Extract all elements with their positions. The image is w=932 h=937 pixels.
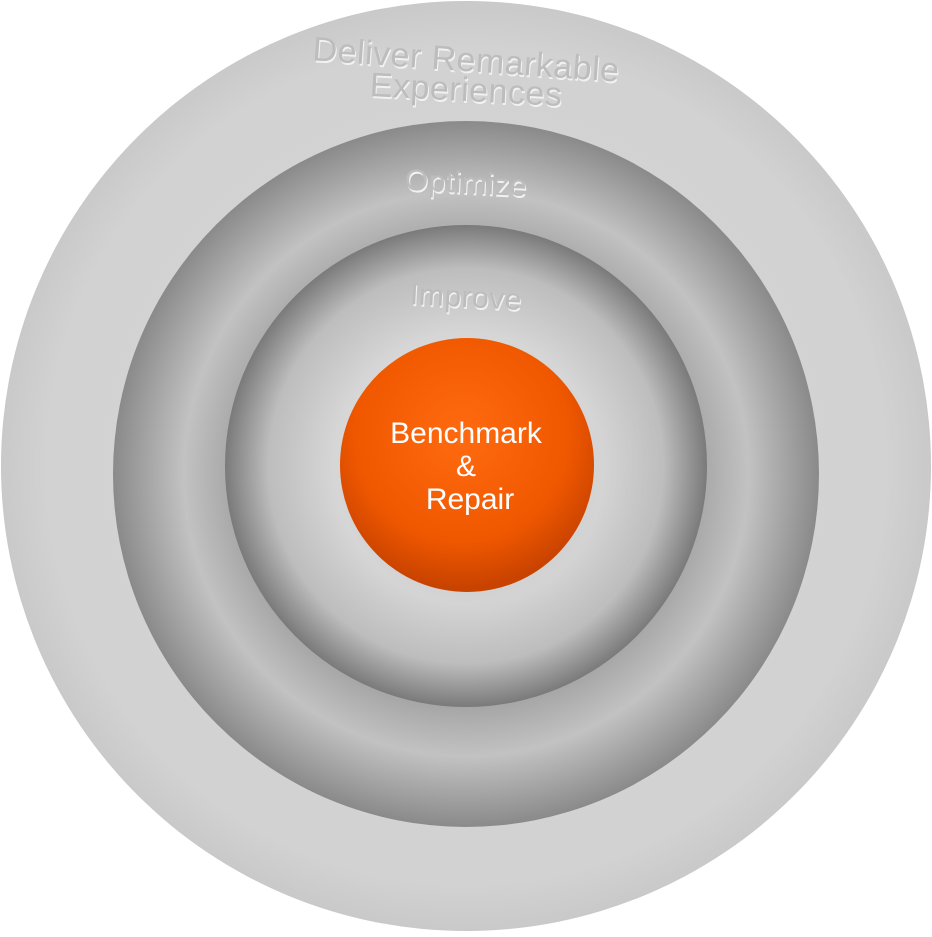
core-label-line-3: Repair (426, 483, 514, 516)
core-label-line-2: & (456, 450, 476, 483)
core-circle (340, 338, 594, 592)
core-label: Benchmark & Repair (390, 417, 543, 516)
inner-ring-label-shadow: Improve (410, 280, 523, 319)
middle-ring-label-text: Optimize (404, 164, 528, 203)
middle-ring-label-shadow: Optimize (405, 166, 529, 205)
middle-ring-label: Optimize Optimize (404, 164, 529, 205)
inner-ring-label-text: Improve (409, 278, 522, 317)
inner-ring-label: Improve Improve (409, 278, 523, 319)
core-label-line-1: Benchmark (390, 417, 543, 450)
